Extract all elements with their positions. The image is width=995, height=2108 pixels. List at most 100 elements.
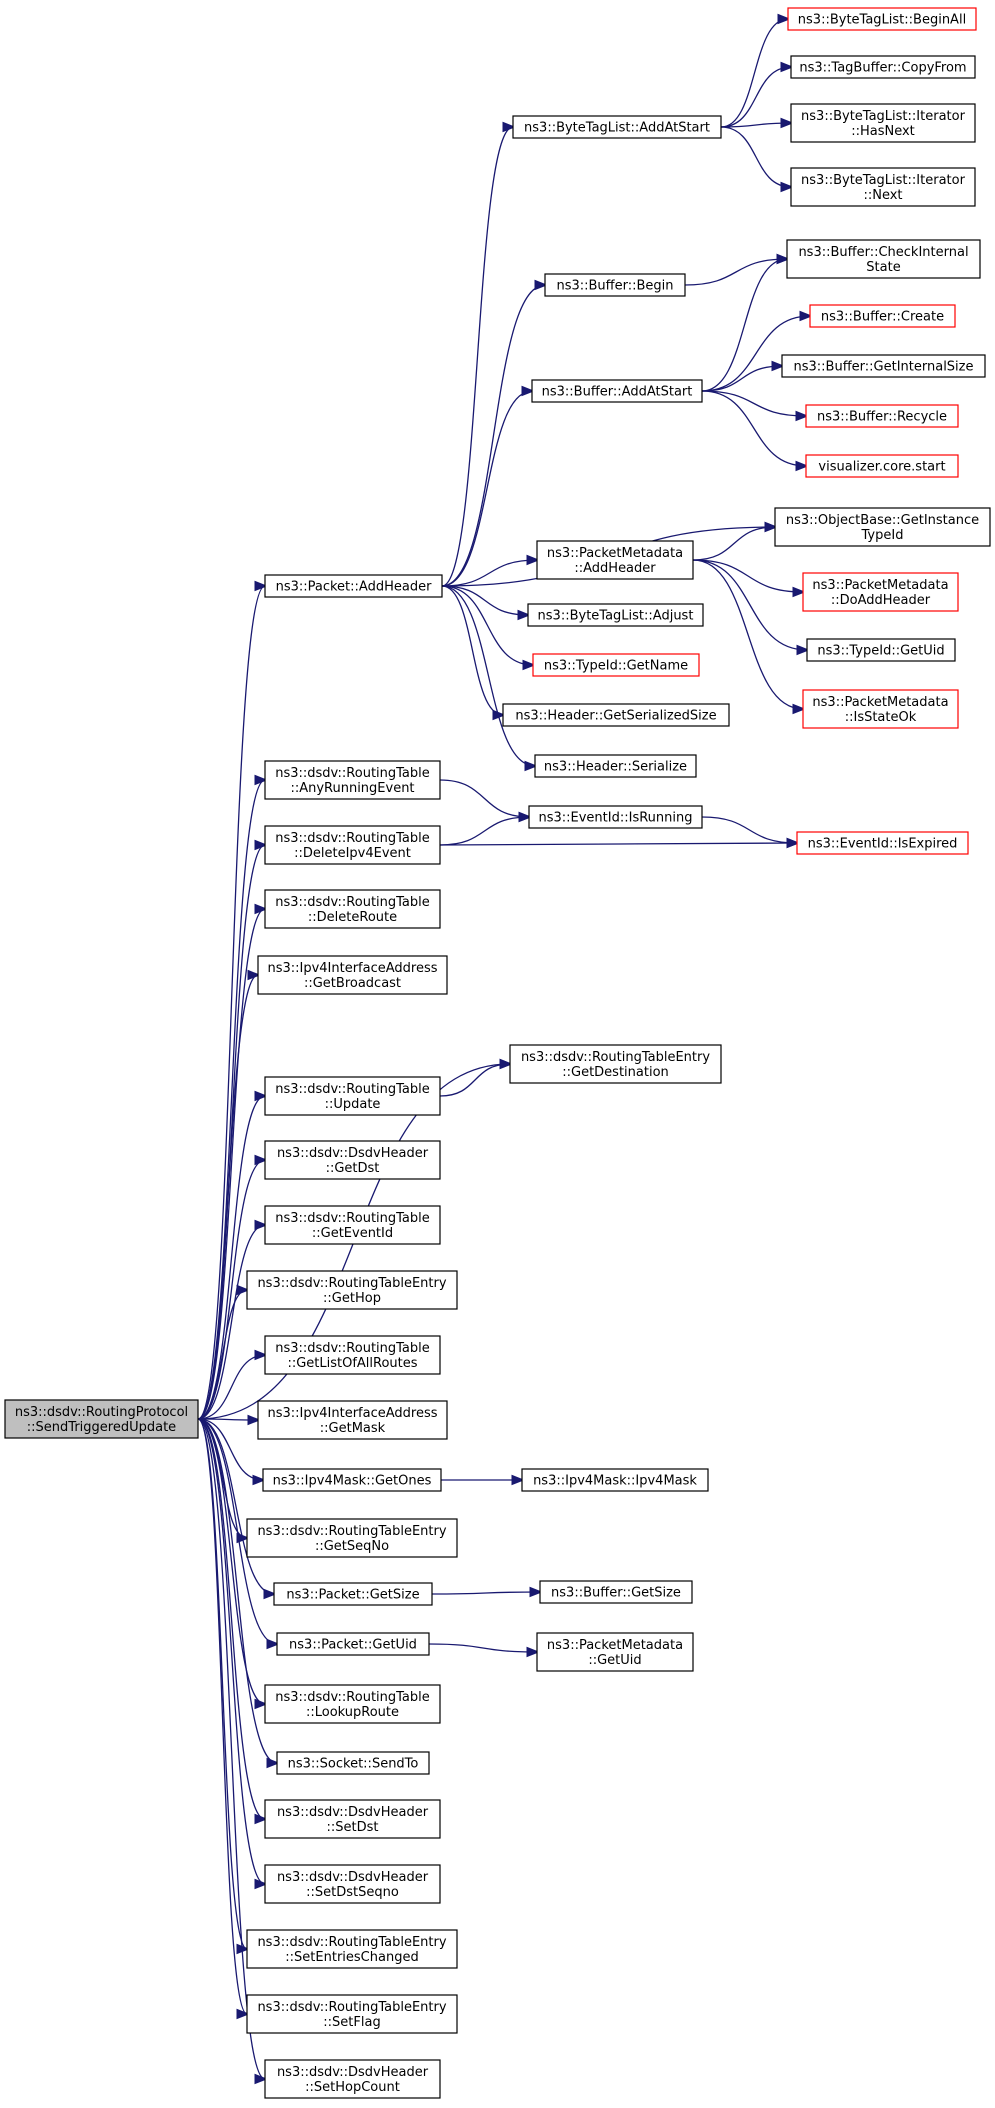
edge-pm-addheader-to-pm-doaddheader: [692, 559, 803, 592]
node-ia-getmask[interactable]: ns3::Ipv4InterfaceAddress::GetMask: [257, 1400, 448, 1440]
edge-rt-deleteipv4event-to-eid-isexpired: [439, 843, 797, 845]
node-label-line: ns3::ByteTagList::Iterator: [801, 173, 966, 188]
edge-buf-addatstart-to-viz-start: [701, 390, 806, 466]
node-box: [264, 1864, 441, 1904]
node-pkt-getuid[interactable]: ns3::Packet::GetUid: [276, 1632, 430, 1656]
node-pkt-getsize[interactable]: ns3::Packet::GetSize: [273, 1582, 433, 1606]
node-typeid-getname[interactable]: ns3::TypeId::GetName: [532, 653, 700, 677]
node-box: [521, 1468, 709, 1492]
node-viz-start[interactable]: visualizer.core.start: [805, 454, 959, 478]
node-btl-addatstart[interactable]: ns3::ByteTagList::AddAtStart: [512, 115, 722, 139]
node-label-line: ns3::PacketMetadata: [547, 546, 683, 561]
node-btl-adjust[interactable]: ns3::ByteTagList::Adjust: [527, 603, 704, 627]
node-box: [276, 1632, 430, 1656]
node-label-line: ::SetDst: [327, 1820, 379, 1835]
node-rt-getlistofallroutes[interactable]: ns3::dsdv::RoutingTable::GetListOfAllRou…: [264, 1335, 441, 1375]
node-box: [805, 454, 959, 478]
node-box: [774, 507, 991, 547]
node-box: [796, 831, 969, 855]
node-box: [536, 540, 694, 580]
node-pm-getuid[interactable]: ns3::PacketMetadata::GetUid: [536, 1632, 694, 1672]
node-box: [527, 603, 704, 627]
node-box: [532, 653, 700, 677]
node-label-line: ::DoAddHeader: [831, 593, 931, 608]
node-box: [531, 379, 703, 403]
node-rt-lookuproute[interactable]: ns3::dsdv::RoutingTable::LookupRoute: [264, 1684, 441, 1724]
edge-root-to-dh-setdstseqno: [197, 1418, 265, 1884]
node-buf-recycle[interactable]: ns3::Buffer::Recycle: [805, 404, 959, 428]
node-mask-ipv4mask[interactable]: ns3::Ipv4Mask::Ipv4Mask: [521, 1468, 709, 1492]
edge-root-to-rt-update: [197, 1096, 265, 1420]
node-buf-getsize[interactable]: ns3::Buffer::GetSize: [539, 1580, 693, 1604]
node-buf-create[interactable]: ns3::Buffer::Create: [809, 304, 956, 328]
node-box: [781, 354, 986, 378]
node-pm-addheader[interactable]: ns3::PacketMetadata::AddHeader: [536, 540, 694, 580]
node-dh-sethopcount[interactable]: ns3::dsdv::DsdvHeader::SetHopCount: [264, 2059, 441, 2099]
node-box: [264, 2059, 441, 2099]
edge-root-to-sock-sendto: [197, 1418, 277, 1763]
node-pm-doaddheader[interactable]: ns3::PacketMetadata::DoAddHeader: [802, 572, 959, 612]
edge-btl-addatstart-to-btl-it-next: [720, 126, 791, 187]
node-label-line: ns3::dsdv::RoutingTableEntry: [257, 1276, 446, 1291]
node-eid-isrunning[interactable]: ns3::EventId::IsRunning: [528, 805, 703, 829]
node-rte-gethop[interactable]: ns3::dsdv::RoutingTableEntry::GetHop: [246, 1270, 458, 1310]
node-box: [264, 1335, 441, 1375]
node-hdr-serialize[interactable]: ns3::Header::Serialize: [534, 754, 697, 778]
edge-pkt-addheader-to-hdr-getserializedsize: [441, 585, 503, 715]
node-label-line: ns3::PacketMetadata: [812, 578, 948, 593]
node-buf-getinternalsize[interactable]: ns3::Buffer::GetInternalSize: [781, 354, 986, 378]
node-eid-isexpired[interactable]: ns3::EventId::IsExpired: [796, 831, 969, 855]
node-box: [528, 805, 703, 829]
node-rte-setentrieschanged[interactable]: ns3::dsdv::RoutingTableEntry::SetEntries…: [246, 1929, 458, 1969]
node-label-line: ::Update: [325, 1097, 381, 1112]
node-box: [264, 760, 441, 800]
node-rt-update[interactable]: ns3::dsdv::RoutingTable::Update: [264, 1076, 441, 1116]
node-box: [246, 1518, 458, 1558]
node-box: [264, 1140, 441, 1180]
node-dh-setdstseqno[interactable]: ns3::dsdv::DsdvHeader::SetDstSeqno: [264, 1864, 441, 1904]
node-rte-setflag[interactable]: ns3::dsdv::RoutingTableEntry::SetFlag: [246, 1994, 458, 2034]
node-buf-addatstart[interactable]: ns3::Buffer::AddAtStart: [531, 379, 703, 403]
node-label-line: ::GetMask: [320, 1421, 386, 1436]
node-label-line: ::HasNext: [851, 124, 915, 139]
node-typeid-getuid[interactable]: ns3::TypeId::GetUid: [806, 638, 956, 662]
node-hdr-getserializedsize[interactable]: ns3::Header::GetSerializedSize: [502, 703, 730, 727]
node-pkt-addheader[interactable]: ns3::Packet::AddHeader: [264, 574, 443, 598]
node-rte-getdestination[interactable]: ns3::dsdv::RoutingTableEntry::GetDestina…: [509, 1044, 722, 1084]
node-btl-it-next[interactable]: ns3::ByteTagList::Iterator::Next: [790, 167, 976, 207]
edge-root-to-dh-sethopcount: [197, 1418, 265, 2079]
node-label-line: ns3::PacketMetadata: [547, 1638, 683, 1653]
node-box: [4, 1399, 199, 1439]
node-label-line: ns3::Header::Serialize: [544, 760, 687, 775]
node-rt-deleteipv4event[interactable]: ns3::dsdv::RoutingTable::DeleteIpv4Event: [264, 825, 441, 865]
node-label-line: ::IsStateOk: [845, 710, 917, 725]
node-pm-isstateok[interactable]: ns3::PacketMetadata::IsStateOk: [802, 689, 959, 729]
node-box: [512, 115, 722, 139]
node-box: [802, 572, 959, 612]
node-ia-getbroadcast[interactable]: ns3::Ipv4InterfaceAddress::GetBroadcast: [257, 955, 448, 995]
node-label-line: ns3::TagBuffer::CopyFrom: [799, 61, 966, 76]
edge-eid-isrunning-to-eid-isexpired: [701, 816, 797, 843]
node-label-line: ::GetDestination: [562, 1065, 669, 1080]
edge-pkt-addheader-to-buf-addatstart: [441, 391, 532, 587]
node-buf-begin[interactable]: ns3::Buffer::Begin: [544, 273, 686, 297]
node-btl-beginall[interactable]: ns3::ByteTagList::BeginAll: [787, 7, 977, 31]
node-dh-getdst[interactable]: ns3::dsdv::DsdvHeader::GetDst: [264, 1140, 441, 1180]
node-mask-getones[interactable]: ns3::Ipv4Mask::GetOnes: [262, 1468, 442, 1492]
edge-pkt-addheader-to-hdr-serialize: [441, 585, 535, 766]
node-rt-geteventid[interactable]: ns3::dsdv::RoutingTable::GetEventId: [264, 1205, 441, 1245]
node-root[interactable]: ns3::dsdv::RoutingProtocol::SendTriggere…: [4, 1399, 199, 1439]
node-rt-deleteroute[interactable]: ns3::dsdv::RoutingTable::DeleteRoute: [264, 889, 441, 929]
node-label-line: ns3::Ipv4Mask::GetOnes: [273, 1474, 432, 1489]
node-sock-sendto[interactable]: ns3::Socket::SendTo: [276, 1751, 430, 1775]
node-box: [790, 167, 976, 207]
node-rte-getseqno[interactable]: ns3::dsdv::RoutingTableEntry::GetSeqNo: [246, 1518, 458, 1558]
node-btl-it-hasnext[interactable]: ns3::ByteTagList::Iterator::HasNext: [790, 103, 976, 143]
node-box: [264, 1205, 441, 1245]
node-tb-copyfrom[interactable]: ns3::TagBuffer::CopyFrom: [790, 55, 976, 79]
node-dh-setdst[interactable]: ns3::dsdv::DsdvHeader::SetDst: [264, 1799, 441, 1839]
node-rt-anyrunningevent[interactable]: ns3::dsdv::RoutingTable::AnyRunningEvent: [264, 760, 441, 800]
